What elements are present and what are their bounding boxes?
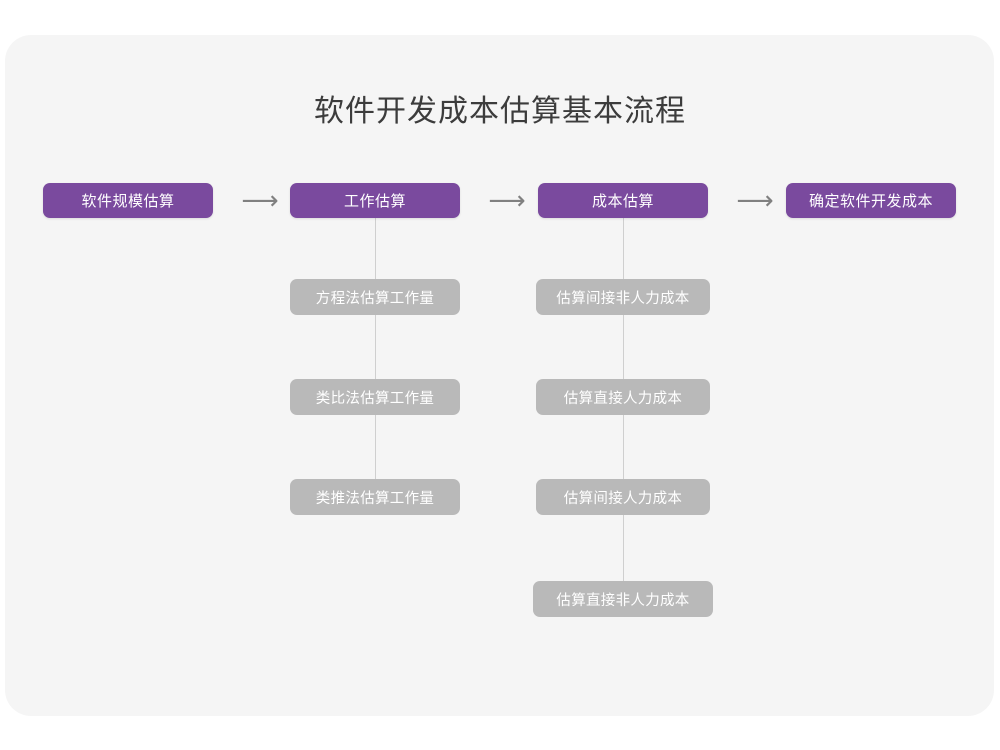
substep-inference-method-workload[interactable]: 类推法估算工作量 xyxy=(290,479,460,515)
arrow-3-icon: ⟶ xyxy=(720,186,790,216)
substep-analogy-method-workload[interactable]: 类比法估算工作量 xyxy=(290,379,460,415)
step-label: 成本估算 xyxy=(591,193,654,210)
step-work-estimation[interactable]: 工作估算 xyxy=(290,183,460,218)
substep-label: 类比法估算工作量 xyxy=(315,390,435,407)
step-label: 确定软件开发成本 xyxy=(808,193,933,210)
substep-label: 方程法估算工作量 xyxy=(315,290,435,307)
diagram-canvas xyxy=(5,35,994,716)
substep-indirect-nonlabor-cost[interactable]: 估算间接非人力成本 xyxy=(536,279,710,315)
substep-indirect-labor-cost[interactable]: 估算间接人力成本 xyxy=(536,479,710,515)
step-software-size-estimation[interactable]: 软件规模估算 xyxy=(43,183,213,218)
step-determine-development-cost[interactable]: 确定软件开发成本 xyxy=(786,183,956,218)
step-label: 软件规模估算 xyxy=(81,193,175,210)
substep-direct-labor-cost[interactable]: 估算直接人力成本 xyxy=(536,379,710,415)
step-label: 工作估算 xyxy=(343,193,406,210)
substep-label: 估算直接人力成本 xyxy=(563,390,683,407)
step-cost-estimation[interactable]: 成本估算 xyxy=(538,183,708,218)
arrow-1-icon: ⟶ xyxy=(225,186,295,216)
substep-equation-method-workload[interactable]: 方程法估算工作量 xyxy=(290,279,460,315)
connector-work-column xyxy=(375,217,376,507)
arrow-glyph: ⟶ xyxy=(488,186,526,216)
substep-label: 估算间接人力成本 xyxy=(563,490,683,507)
page-title: 软件开发成本估算基本流程 xyxy=(314,95,686,128)
arrow-glyph: ⟶ xyxy=(241,186,279,216)
substep-label: 类推法估算工作量 xyxy=(315,490,435,507)
arrow-glyph: ⟶ xyxy=(736,186,774,216)
substep-label: 估算直接非人力成本 xyxy=(556,592,690,609)
substep-direct-nonlabor-cost[interactable]: 估算直接非人力成本 xyxy=(533,581,713,617)
arrow-2-icon: ⟶ xyxy=(472,186,542,216)
substep-label: 估算间接非人力成本 xyxy=(556,290,690,307)
